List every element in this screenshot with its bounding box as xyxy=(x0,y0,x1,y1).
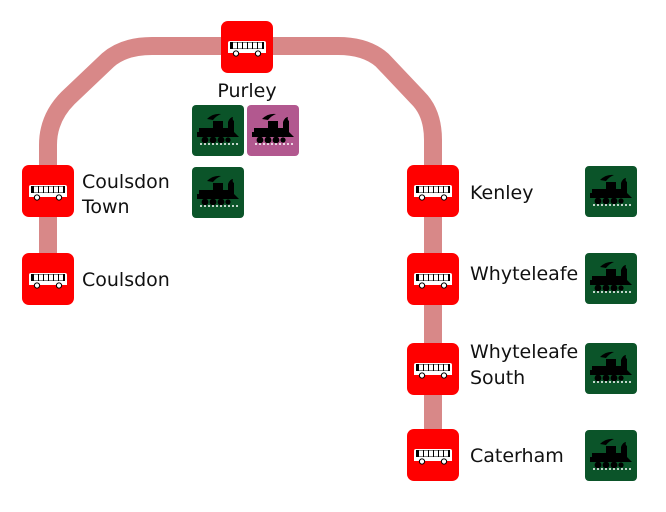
station-coulsdon[interactable]: Coulsdon xyxy=(21,252,170,306)
bus-icon xyxy=(406,342,460,396)
steam-train-icon xyxy=(585,253,637,304)
station-name-line2: Town xyxy=(81,196,130,218)
route-line xyxy=(39,37,442,455)
bus-icon xyxy=(406,428,460,482)
station-caterham[interactable]: Caterham xyxy=(406,428,637,482)
steam-train-icon xyxy=(585,166,637,217)
station-whyteleafe-south[interactable]: Whyteleafe South xyxy=(406,341,637,396)
bus-icon xyxy=(406,164,460,218)
station-kenley[interactable]: Kenley xyxy=(406,164,637,218)
station-purley[interactable]: Purley xyxy=(192,20,299,156)
bus-icon xyxy=(21,164,75,218)
steam-train-icon xyxy=(585,430,637,481)
station-name: Coulsdon xyxy=(82,269,170,291)
bus-icon xyxy=(21,252,75,306)
steam-train-icon xyxy=(585,343,637,394)
station-name-line2: South xyxy=(470,367,525,389)
bus-icon xyxy=(220,20,274,74)
station-name-line1: Coulsdon xyxy=(82,171,170,193)
station-coulsdon-town[interactable]: Coulsdon Town xyxy=(21,164,244,218)
steam-train-icon xyxy=(247,105,299,156)
station-name: Purley xyxy=(217,80,276,102)
station-name: Whyteleafe xyxy=(470,263,578,285)
station-name: Caterham xyxy=(470,445,564,467)
steam-train-icon xyxy=(192,167,244,218)
bus-icon xyxy=(406,252,460,306)
station-whyteleafe[interactable]: Whyteleafe xyxy=(406,252,637,306)
station-name: Kenley xyxy=(470,182,533,204)
steam-train-icon xyxy=(192,105,244,156)
station-name-line1: Whyteleafe xyxy=(470,341,578,363)
